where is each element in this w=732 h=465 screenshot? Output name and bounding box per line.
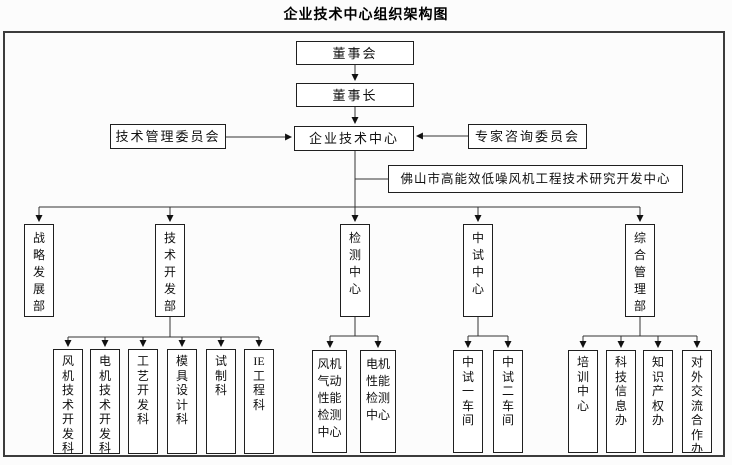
node-sec-mold: 模具设计科 (167, 349, 197, 454)
node-chairman: 董事长 (296, 83, 414, 107)
node-tech-center: 企业技术中心 (294, 126, 414, 151)
node-sec-process: 工艺开发科 (128, 349, 158, 454)
node-sec-external: 对外交流合作办 (682, 350, 712, 453)
node-rd-center: 佛山市高能效低噪风机工程技术研究开发中心 (388, 165, 683, 193)
node-sec-pilot-ws2: 中试二车间 (493, 350, 523, 453)
node-dept-strategy: 战略发展部 (24, 224, 54, 317)
node-dept-tech-dev: 技术开发部 (155, 224, 185, 317)
node-sec-ip: 知识产权办 (643, 350, 673, 453)
node-sec-pilot-ws1: 中试一车间 (453, 350, 483, 453)
node-tech-mgmt-committee: 技术管理委员会 (110, 124, 226, 149)
node-sec-training: 培训中心 (568, 350, 598, 453)
node-dept-pilot: 中试中心 (463, 224, 493, 317)
node-board: 董事会 (296, 41, 414, 65)
node-sec-sci-info: 科技信息办 (606, 350, 636, 453)
node-sec-motor-tech: 电机技术开发科 (90, 349, 120, 454)
node-sec-ie: IE工程科 (244, 349, 274, 454)
node-dept-admin: 综合管理部 (625, 224, 655, 317)
node-sec-fan-aero: 风机气动性能检测中心 (312, 350, 347, 453)
node-sec-motor-perf: 电机性能检测中心 (360, 350, 396, 453)
chart-title: 企业技术中心组织架构图 (283, 8, 449, 23)
node-expert-committee: 专家咨询委员会 (468, 124, 587, 149)
node-dept-testing: 检测中心 (340, 224, 370, 317)
node-sec-trial: 试制科 (206, 349, 236, 454)
diagram-frame (3, 31, 725, 457)
node-sec-fan-tech: 风机技术开发科 (53, 349, 83, 454)
